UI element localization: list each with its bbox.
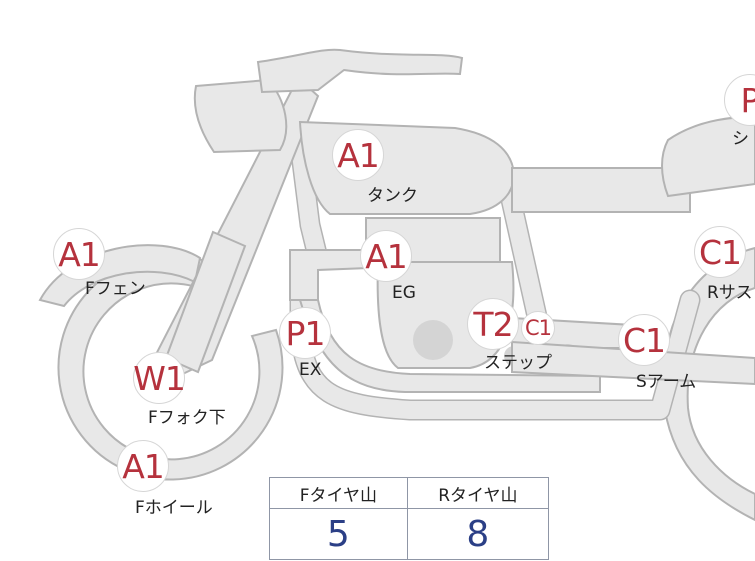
exhaust <box>289 249 369 301</box>
s-arm-code-badge: C1 <box>618 314 670 366</box>
r-tire-value: 8 <box>406 508 550 560</box>
tank-label: タンク <box>367 186 418 206</box>
step-c1-code-badge: C1 <box>521 311 555 345</box>
step-label: ステップ <box>484 353 552 373</box>
f-wheel-label: Fホイール <box>135 498 213 518</box>
tank-code-badge: A1 <box>332 129 384 181</box>
f-tire-header: Fタイヤ山 <box>269 477 408 509</box>
seat-label: シ <box>732 129 749 149</box>
f-fork-code-badge: W1 <box>133 352 186 404</box>
handlebar <box>256 48 464 94</box>
r-tire-header: Rタイヤ山 <box>406 477 550 509</box>
f-wheel-code-badge: A1 <box>117 440 169 492</box>
seat-code-badge: P <box>724 74 755 126</box>
f-tire-value: 5 <box>269 508 408 560</box>
r-sus-label: Rサス <box>707 283 753 303</box>
front-fork <box>148 76 320 382</box>
f-fender-label: Fフェン <box>85 279 146 299</box>
eg-label: EG <box>392 283 416 303</box>
ex-label: EX <box>299 360 322 380</box>
seat <box>661 116 755 198</box>
eg-code-badge: A1 <box>360 230 412 282</box>
f-fork-label: Fフォク下 <box>148 408 226 428</box>
tire-tread-table: Fタイヤ山 Rタイヤ山 5 8 <box>269 477 550 560</box>
front-wheel <box>57 254 284 481</box>
upper-rail <box>511 167 691 213</box>
r-sus-code-badge: C1 <box>694 226 746 278</box>
headlight <box>193 78 288 154</box>
f-fender-code-badge: A1 <box>53 228 105 280</box>
ex-code-badge: P1 <box>279 307 331 359</box>
step-t2-code-badge: T2 <box>467 298 519 350</box>
s-arm-label: Sアーム <box>636 372 697 392</box>
